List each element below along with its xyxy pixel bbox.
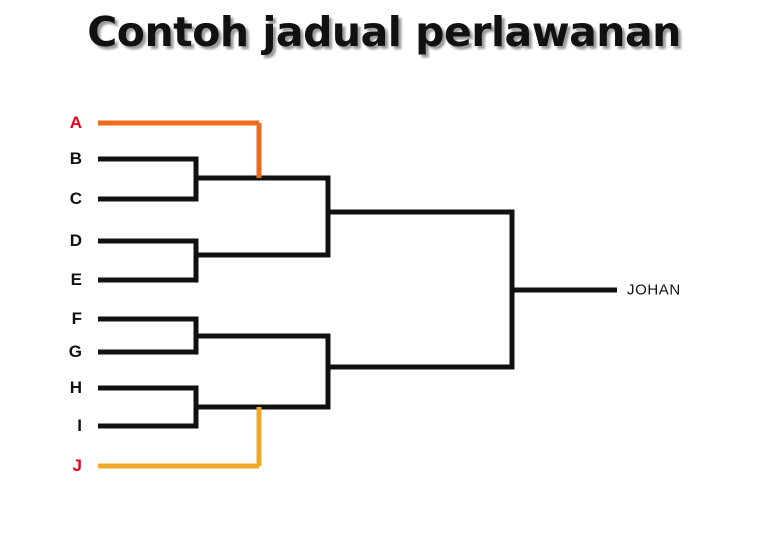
bracket-seed-lines (98, 120, 259, 469)
competitor-label-d: D (69, 231, 82, 250)
champion-label: JOHAN (627, 281, 681, 299)
competitor-label-g: G (68, 342, 82, 361)
final-connectors (509, 209, 617, 370)
competitor-label-a: A (69, 113, 82, 132)
round2-winner-lines (196, 175, 328, 410)
competitor-label-j: J (72, 456, 82, 475)
competitor-label-h: H (69, 378, 82, 397)
semifinal-connectors (325, 175, 512, 410)
competitor-label-i: I (77, 416, 82, 435)
competitor-label-f: F (71, 309, 82, 328)
page-title: Contoh jadual perlawanan (87, 8, 681, 56)
competitor-label-c: C (69, 189, 82, 208)
competitor-label-e: E (70, 270, 82, 289)
competitor-label-b: B (69, 149, 82, 168)
